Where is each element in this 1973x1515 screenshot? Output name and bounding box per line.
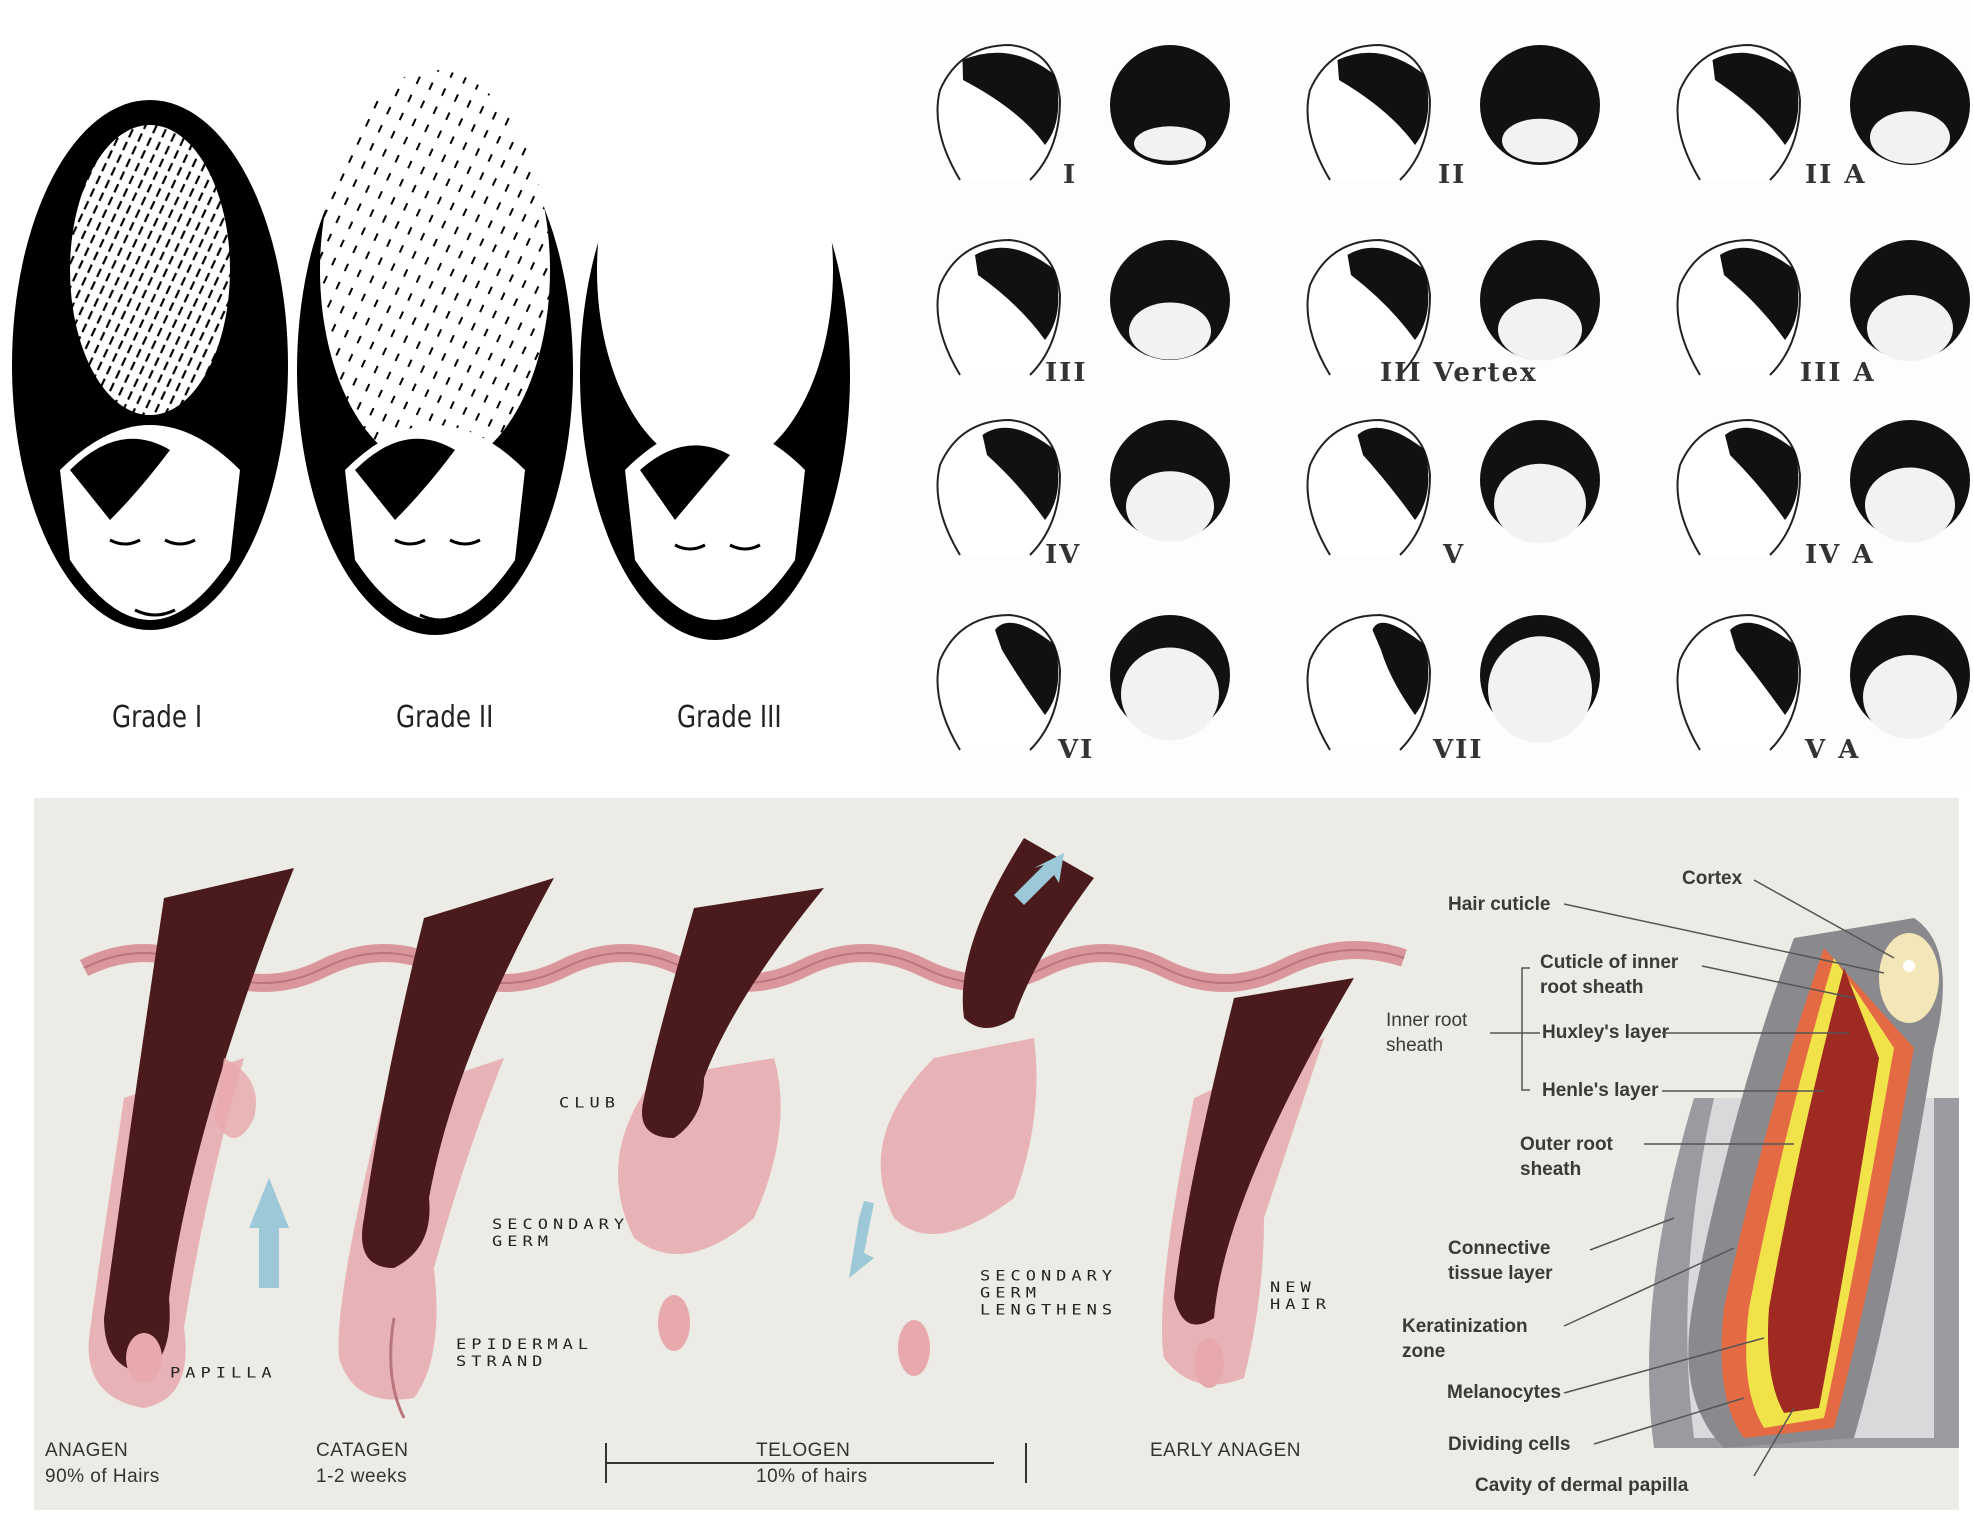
catagen-detail: 1-2 weeks [316,1464,409,1490]
melanocytes-label: Melanocytes [1447,1380,1561,1405]
connective-line-2: tissue layer [1448,1261,1553,1286]
norwood-label-3a: III A [1800,358,1876,388]
hair-cycle-illustration [34,798,1959,1510]
grade-3-label: Grade III [677,700,782,735]
anagen-name: ANAGEN [45,1438,160,1464]
grade-1-head [12,100,288,630]
norwood-stage-9-figure [1678,420,1971,555]
catagen-name: CATAGEN [316,1438,409,1464]
grade-3-head [580,70,850,640]
norwood-scale-panel: I II II A III III Vertex III A IV V IV A… [880,0,1973,790]
huxley-layer-label: Huxley's layer [1542,1020,1669,1045]
norwood-stage-5-figure [1308,240,1601,375]
inner-root-sheath-label: Inner root sheath [1386,1008,1467,1058]
epidermal-line-1: EPIDERMAL [456,1336,593,1353]
keratin-line-1: Keratinization [1402,1314,1528,1339]
norwood-label-2a: II A [1805,160,1867,190]
norwood-label-4: IV [1045,540,1081,570]
hair-cycle-panel: ANAGEN 90% of Hairs CATAGEN 1-2 weeks TE… [34,798,1959,1510]
germ-lengthens-label: SECONDARY GERM LENGTHENS [980,1268,1117,1319]
norwood-stage-4-figure [938,240,1231,375]
norwood-stage-11-figure [1308,615,1601,750]
early-anagen-follicle [1162,978,1354,1388]
new-hair-line-1: NEW [1270,1279,1331,1296]
henle-layer-label: Henle's layer [1542,1078,1658,1103]
germ-lengthens-line-1: SECONDARY [980,1268,1117,1285]
norwood-label-2: II [1438,160,1466,190]
norwood-stage-8-figure [1308,420,1601,555]
telogen-detail: 10% of hairs [756,1464,868,1490]
norwood-stage-10-figure [938,615,1231,750]
new-hair-line-2: HAIR [1270,1296,1331,1313]
germ-lengthens-line-3: LENGTHENS [980,1302,1117,1319]
inner-root-line-1: Inner root [1386,1008,1467,1033]
keratinization-zone-label: Keratinization zone [1402,1314,1528,1364]
anagen-stage: ANAGEN 90% of Hairs [45,1438,160,1490]
cortex-label: Cortex [1682,866,1742,891]
cuticle-inner-root-label: Cuticle of inner root sheath [1540,950,1678,1000]
hair-cuticle-label: Hair cuticle [1448,892,1550,917]
germ-lengthens-line-2: GERM [980,1285,1117,1302]
grade-2-head [297,70,573,635]
new-hair-label: NEW HAIR [1270,1279,1331,1313]
outer-root-line-2: sheath [1520,1157,1613,1182]
ludwig-scale-panel: Grade I Grade II Grade III [0,0,880,790]
follicle-cross-section [1649,918,1959,1448]
outer-root-sheath-label: Outer root sheath [1520,1132,1613,1182]
anagen-detail: 90% of Hairs [45,1464,160,1490]
outer-root-line-1: Outer root [1520,1132,1613,1157]
norwood-label-3: III [1045,358,1088,388]
norwood-label-7: VII [1433,735,1484,765]
grade-1-label: Grade I [112,700,202,735]
norwood-stage-1-figure [938,45,1231,180]
norwood-illustrations [880,0,1973,790]
telogen-down-arrow [849,1201,874,1278]
cuticle-inner-line-2: root sheath [1540,975,1678,1000]
norwood-stage-7-figure [938,420,1231,555]
norwood-label-5: V [1443,540,1465,570]
catagen-stage: CATAGEN 1-2 weeks [316,1438,409,1490]
early-anagen-stage: EARLY ANAGEN [1150,1438,1301,1464]
norwood-label-6: VI [1058,735,1094,765]
norwood-label-5a: V A [1805,735,1860,765]
norwood-stage-6-figure [1678,240,1971,375]
dividing-cells-label: Dividing cells [1448,1432,1570,1457]
telogen-name: TELOGEN [756,1438,868,1464]
ludwig-illustrations [0,0,880,790]
norwood-label-3-vertex: III Vertex [1380,358,1538,388]
epidermal-line-2: STRAND [456,1353,593,1370]
inner-root-line-2: sheath [1386,1033,1467,1058]
connective-tissue-label: Connective tissue layer [1448,1236,1553,1286]
keratin-line-2: zone [1402,1339,1528,1364]
papilla-label: PAPILLA [170,1365,277,1382]
telogen-stage: TELOGEN 10% of hairs [756,1438,868,1490]
secondary-germ-line-2: GERM [492,1233,629,1250]
norwood-label-4a: IV A [1805,540,1875,570]
catagen-up-arrow [249,1178,289,1288]
cuticle-inner-line-1: Cuticle of inner [1540,950,1678,975]
grade-2-label: Grade II [396,700,493,735]
early-anagen-name: EARLY ANAGEN [1150,1438,1301,1464]
secondary-germ-line-1: SECONDARY [492,1216,629,1233]
club-label: CLUB [559,1095,620,1112]
norwood-label-1: I [1063,160,1077,190]
norwood-stage-12-figure [1678,615,1971,750]
connective-line-1: Connective [1448,1236,1553,1261]
secondary-germ-label: SECONDARY GERM [492,1216,629,1250]
cavity-dermal-papilla-label: Cavity of dermal papilla [1475,1473,1688,1498]
epidermal-strand-label: EPIDERMAL STRAND [456,1336,593,1370]
